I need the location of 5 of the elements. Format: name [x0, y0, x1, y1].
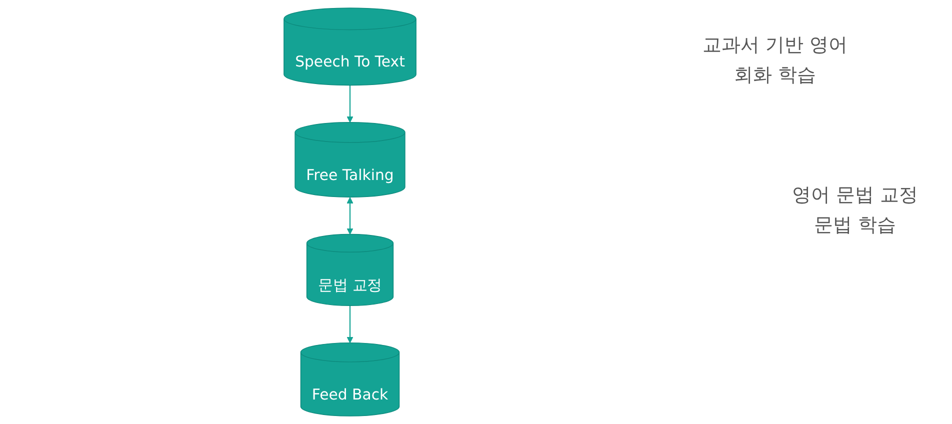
arrow: [346, 85, 354, 123]
arrow: [346, 306, 354, 344]
note-text: 교과서 기반 영어 회화 학습: [701, 33, 849, 88]
note-text: 영어 문법 교정 문법 학습: [790, 183, 920, 238]
arrow: [346, 197, 354, 235]
